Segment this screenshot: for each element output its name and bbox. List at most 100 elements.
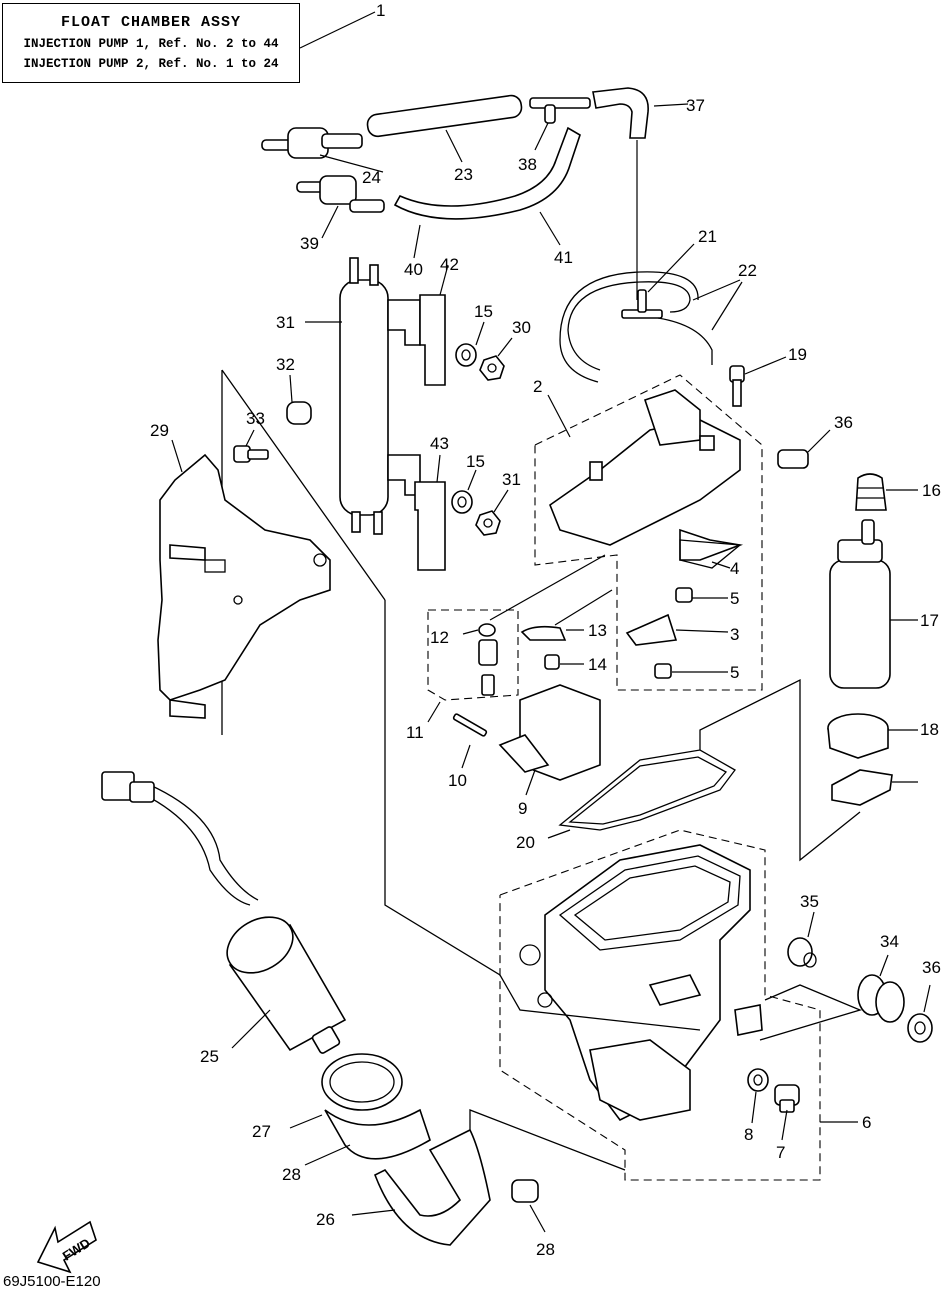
callout-15: 15 (474, 302, 493, 321)
callout-28: 28 (536, 1240, 555, 1259)
hose-38 (592, 87, 689, 300)
callout-19: 19 (788, 345, 807, 364)
float-chamber-6 (519, 844, 763, 1122)
callout-20: 20 (516, 833, 535, 852)
needle-seat (478, 639, 498, 696)
callout-22: 22 (738, 261, 757, 280)
pin-10 (452, 713, 488, 769)
chamber-6-boundary (499, 829, 858, 1181)
hose-24 (366, 94, 523, 163)
pump-17 (829, 519, 918, 689)
assembly-line-mount (759, 984, 862, 1041)
connector-40 (296, 175, 385, 239)
callout-25: 25 (200, 1047, 219, 1066)
callout-31: 31 (276, 313, 295, 332)
bolt-29 (511, 1179, 546, 1233)
float-9 (498, 684, 601, 796)
holder-18 (827, 713, 918, 759)
callout-11: 11 (406, 723, 424, 742)
grommet-33 (286, 374, 312, 425)
callout-41: 41 (554, 248, 573, 267)
tee-22 (621, 243, 695, 319)
cover-2-boundary (534, 374, 763, 691)
callout-13: 13 (588, 621, 607, 640)
cover-2 (549, 389, 744, 561)
plate-3 (625, 613, 729, 646)
screw-5-upper (675, 587, 728, 603)
callout-10: 10 (448, 771, 467, 790)
callout-27: 27 (252, 1122, 271, 1141)
callout-14: 14 (588, 655, 607, 674)
callout-36: 36 (922, 958, 941, 977)
washer-8 (747, 1068, 769, 1124)
callout-30: 30 (512, 318, 531, 337)
callout-24: 24 (362, 168, 381, 187)
callout-7: 7 (776, 1143, 785, 1162)
mount-35 (857, 954, 905, 1023)
callout-35: 35 (800, 892, 819, 911)
callout-34: 34 (880, 932, 899, 951)
band-27 (351, 1109, 626, 1246)
sensor-37 (777, 429, 831, 469)
callout-8: 8 (744, 1125, 753, 1144)
filter-16 (855, 473, 918, 511)
callout-38: 38 (518, 155, 537, 174)
callout-37: 37 (686, 96, 705, 115)
grommet-36-right (907, 984, 933, 1043)
callout-23: 23 (454, 165, 473, 184)
grommet-36-left (787, 911, 817, 968)
callout-2: 2 (533, 377, 542, 396)
washer-15-lower (451, 469, 477, 514)
callout-17: 17 (920, 611, 939, 630)
vapor-separator-32 (305, 257, 389, 535)
sleeve-28-lower (304, 1108, 431, 1166)
bracket-43 (387, 264, 449, 386)
callout-12: 12 (430, 628, 449, 647)
bracket-plate-30 (157, 369, 386, 735)
callout-18: 18 (920, 720, 939, 739)
clip-13 (520, 589, 613, 641)
callout-39: 39 (300, 234, 319, 253)
tee-39 (529, 97, 591, 151)
callout-26: 26 (316, 1210, 335, 1229)
callout-16: 16 (922, 481, 941, 500)
callout-6: 6 (862, 1113, 871, 1132)
damper-19 (831, 769, 918, 806)
screw-5-lower (654, 663, 728, 679)
callout-9: 9 (518, 799, 527, 818)
callout-28: 28 (282, 1165, 301, 1184)
bolt-20 (729, 356, 787, 407)
needle-valve-11-boundary (427, 609, 519, 723)
callout-3: 3 (730, 625, 739, 644)
washer-15-upper (455, 321, 485, 367)
callout-15: 15 (466, 452, 485, 471)
callout-33: 33 (246, 409, 265, 428)
screw-14 (544, 654, 584, 670)
callout-1: 1 (376, 1, 385, 20)
gasket-21 (547, 678, 861, 862)
callout-29: 29 (150, 421, 169, 440)
callout-36: 36 (834, 413, 853, 432)
callout-32: 32 (276, 355, 295, 374)
fwd-arrow: FWD (36, 1220, 97, 1274)
callout-5: 5 (730, 663, 739, 682)
nut-31-upper (479, 337, 513, 381)
gasket-4 (679, 539, 742, 569)
hose-23 (559, 271, 743, 383)
callout-43: 43 (430, 434, 449, 453)
callout-31: 31 (502, 470, 521, 489)
drawing-code: 69J5100-E120 (3, 1273, 101, 1290)
callout-4: 4 (730, 559, 739, 578)
sleeve-28-upper (289, 1053, 403, 1129)
pump-26 (101, 600, 701, 1054)
bolt-7 (774, 1084, 800, 1141)
hose-42 (393, 126, 581, 259)
diagram-title: FLOAT CHAMBER ASSY (60, 14, 242, 31)
callout-21: 21 (698, 227, 717, 246)
callout-42: 42 (440, 255, 459, 274)
bracket-44 (387, 454, 446, 571)
title-line-1: INJECTION PUMP 1, Ref. No. 2 to 44 (23, 37, 279, 51)
nut-31-lower (475, 489, 509, 536)
